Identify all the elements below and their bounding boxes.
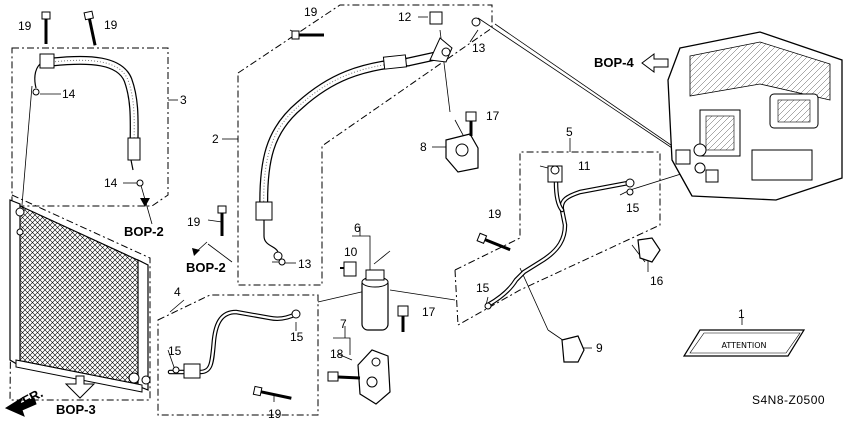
bolts-19	[41, 10, 511, 400]
bop3-label: BOP-3	[56, 402, 96, 417]
hvac-unit	[667, 31, 843, 201]
group-2-outline	[237, 4, 493, 286]
part-13-a: 13	[472, 41, 486, 55]
part-8-label: 8	[420, 140, 427, 154]
diagram-code: S4N8-Z0500	[752, 393, 825, 407]
part-18-label: 18	[330, 347, 344, 361]
part-1-label: 1	[738, 307, 745, 321]
front-arrow-icon	[4, 396, 37, 417]
part-10-label: 10	[344, 245, 358, 259]
part-13-b: 13	[298, 257, 312, 271]
group-outlines	[9, 4, 661, 416]
part-5-label: 5	[566, 125, 573, 139]
part-14-a: 14	[62, 87, 76, 101]
bop4-label: BOP-4	[594, 55, 635, 70]
hose-2	[255, 37, 453, 261]
part-12-label: 12	[398, 10, 412, 24]
part-19-e: 19	[488, 207, 502, 221]
condenser	[9, 199, 151, 393]
part-numbers: 19 19 19 19 19 19 3 2 4 5 6 7 8 9 10 11 …	[18, 5, 745, 421]
part-16-label: 16	[650, 274, 664, 288]
part-19-a: 19	[18, 19, 32, 33]
hose-3	[32, 53, 144, 187]
leader-lines	[21, 16, 743, 402]
part-19-c: 19	[304, 5, 318, 19]
bop2-label-a: BOP-2	[124, 224, 164, 239]
part-15-d: 15	[168, 344, 182, 358]
pipe-5	[484, 165, 635, 310]
part-15-c: 15	[290, 330, 304, 344]
condenser-outline	[9, 194, 151, 401]
part-19-d: 19	[187, 215, 201, 229]
part-17-a: 17	[486, 109, 500, 123]
receiver-dryer	[340, 261, 389, 331]
part-15-a: 15	[626, 201, 640, 215]
bop2-label-b: BOP-2	[186, 260, 226, 275]
part-7-label: 7	[340, 317, 347, 331]
part-17-b: 17	[422, 305, 436, 319]
part-11-label: 11	[578, 159, 591, 173]
bop3-arrow-icon	[64, 375, 96, 399]
part-6-label: 6	[354, 221, 361, 235]
reference-labels: BOP-2 BOP-2 BOP-3 BOP-4 FR. S4N8-Z0500	[20, 55, 825, 417]
part-2-label: 2	[212, 132, 219, 146]
bracket-7	[327, 305, 409, 405]
label-plate: ATTENTION	[682, 329, 806, 357]
part-14-b: 14	[104, 176, 118, 190]
group-5-outline	[454, 151, 661, 326]
part-4-label: 4	[174, 285, 181, 299]
clamps	[278, 11, 661, 363]
part-19-f: 19	[268, 407, 282, 421]
bop4-arrow-icon	[641, 53, 669, 73]
part-15-b: 15	[476, 281, 490, 295]
group-3-outline	[11, 47, 169, 207]
arrows	[4, 53, 669, 417]
group-4-outline	[157, 294, 319, 416]
group-7-bracket	[333, 337, 351, 355]
part-19-b: 19	[104, 18, 118, 32]
part-3-label: 3	[180, 93, 187, 107]
pipe-4	[167, 309, 301, 379]
label-plate-text: ATTENTION	[721, 341, 766, 350]
part-9-label: 9	[596, 341, 603, 355]
group-6-bracket	[352, 235, 371, 270]
